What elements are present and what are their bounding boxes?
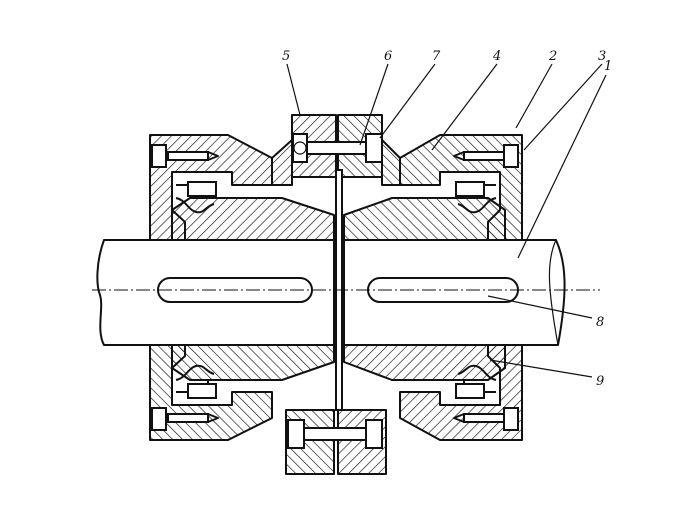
left-endcap-top [151, 144, 167, 168]
right-endcap-bottom [503, 407, 519, 431]
left-screw-tip-bottom [207, 413, 219, 423]
left-hub-top [171, 197, 335, 241]
left-pin-top [187, 181, 217, 197]
left-endcap-bottom [151, 407, 167, 431]
bolt-head-top [292, 133, 308, 163]
right-flange-top [381, 139, 401, 186]
right-screw-tip-bottom [453, 413, 465, 423]
bottom-half [149, 344, 523, 475]
bolt-nut-top [365, 133, 383, 163]
left-pin-bottom [187, 383, 217, 399]
right-endcap-top [503, 144, 519, 168]
leader-7 [379, 63, 436, 139]
right-pin-top [455, 181, 485, 197]
bolt-shank-top [304, 141, 368, 155]
bolt-head-bottom [287, 419, 305, 449]
shafts [92, 169, 600, 411]
callout-2: 2 [548, 49, 557, 64]
leader-4 [431, 63, 498, 151]
callout-6: 6 [384, 49, 392, 64]
left-screw-top [167, 151, 209, 161]
bolt-nut-bottom [365, 419, 383, 449]
callout-4: 4 [492, 49, 501, 64]
left-flange-top [271, 139, 293, 186]
bolt-head-circle-top [293, 141, 307, 155]
right-screw-top [463, 151, 505, 161]
callout-5: 5 [282, 49, 290, 64]
leader-3 [523, 63, 603, 151]
callout-9: 9 [596, 374, 604, 389]
bolt-shank-bottom [301, 427, 369, 441]
leader-5 [286, 63, 301, 116]
leader-9 [489, 359, 593, 378]
leader-8 [487, 295, 593, 319]
left-hub-bottom [171, 344, 335, 381]
callouts: 5 6 7 4 2 3 1 8 9 [282, 49, 612, 389]
right-hub-bottom [343, 344, 506, 381]
right-shaft [343, 239, 566, 346]
top-half [149, 114, 523, 241]
right-screw-bottom [463, 413, 505, 423]
leader-2 [515, 63, 553, 129]
callout-3: 3 [598, 49, 606, 64]
right-hub-top [343, 197, 506, 241]
left-shaft [96, 239, 335, 346]
callout-1: 1 [604, 59, 612, 74]
callout-7: 7 [432, 49, 441, 64]
right-screw-tip-top [453, 151, 465, 161]
right-pin-bottom [455, 383, 485, 399]
left-screw-tip-top [207, 151, 219, 161]
left-screw-bottom [167, 413, 209, 423]
leader-1 [517, 74, 607, 259]
right-shaft-end-break [548, 239, 559, 346]
leader-6 [359, 63, 389, 146]
leader-lines [286, 63, 607, 378]
callout-8: 8 [596, 315, 604, 330]
